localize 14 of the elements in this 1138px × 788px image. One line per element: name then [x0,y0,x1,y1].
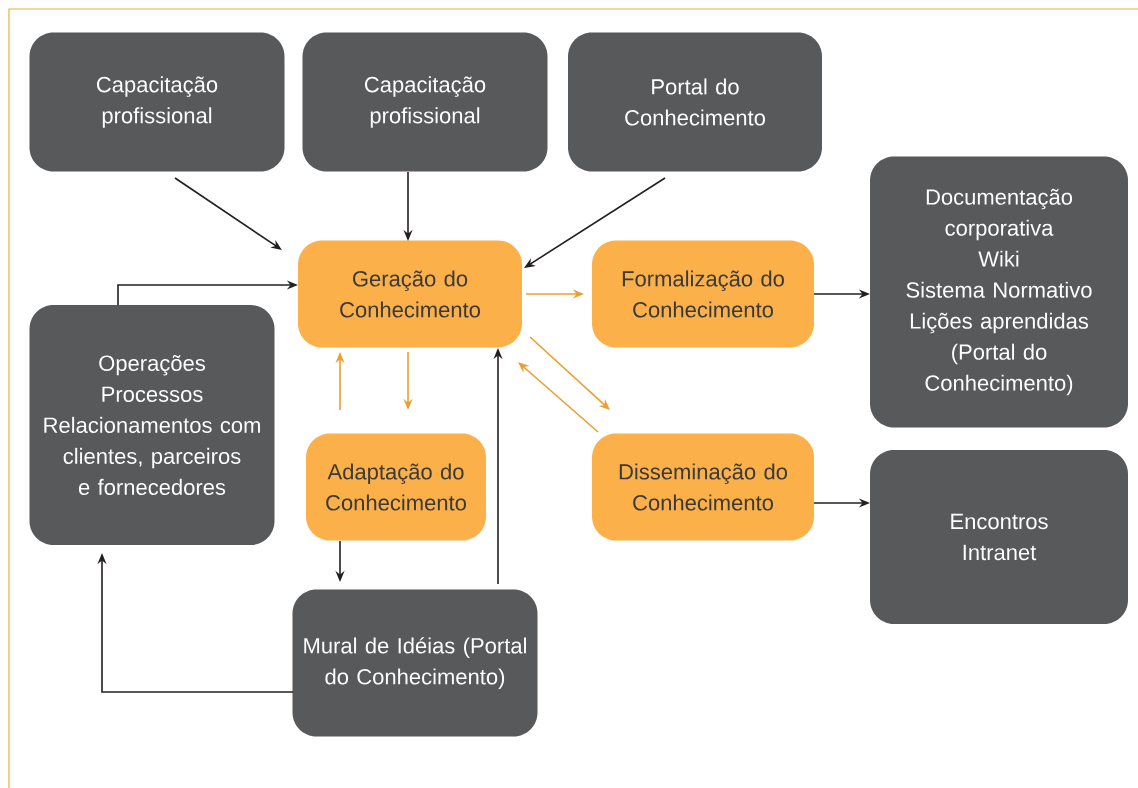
resource-box: Capacitação profissional [302,32,548,172]
process-box: Geração do Conhecimento [298,240,522,348]
resource-box: Mural de Idéias (Portal do Conhecimento) [292,589,538,737]
resource-box: Operações Processos Relacionamentos com clientes, parceiros e fornecedores [29,305,275,545]
process-box: Formalização do Conhecimento [592,240,814,348]
resource-box: Encontros Intranet [870,450,1128,624]
arrow [174,177,282,250]
process-box: Adaptação do Conhecimento [306,433,486,541]
resource-box: Portal do Conhecimento [568,32,822,172]
arrow [518,362,599,433]
resource-box: Capacitação profissional [29,32,285,172]
process-box: Disseminação do Conhecimento [592,433,814,541]
arrow [529,336,610,410]
resource-box: Documentação corporativa Wiki Sistema Normativo Lições aprendidas (Portal do Conhecimento) [870,156,1128,428]
